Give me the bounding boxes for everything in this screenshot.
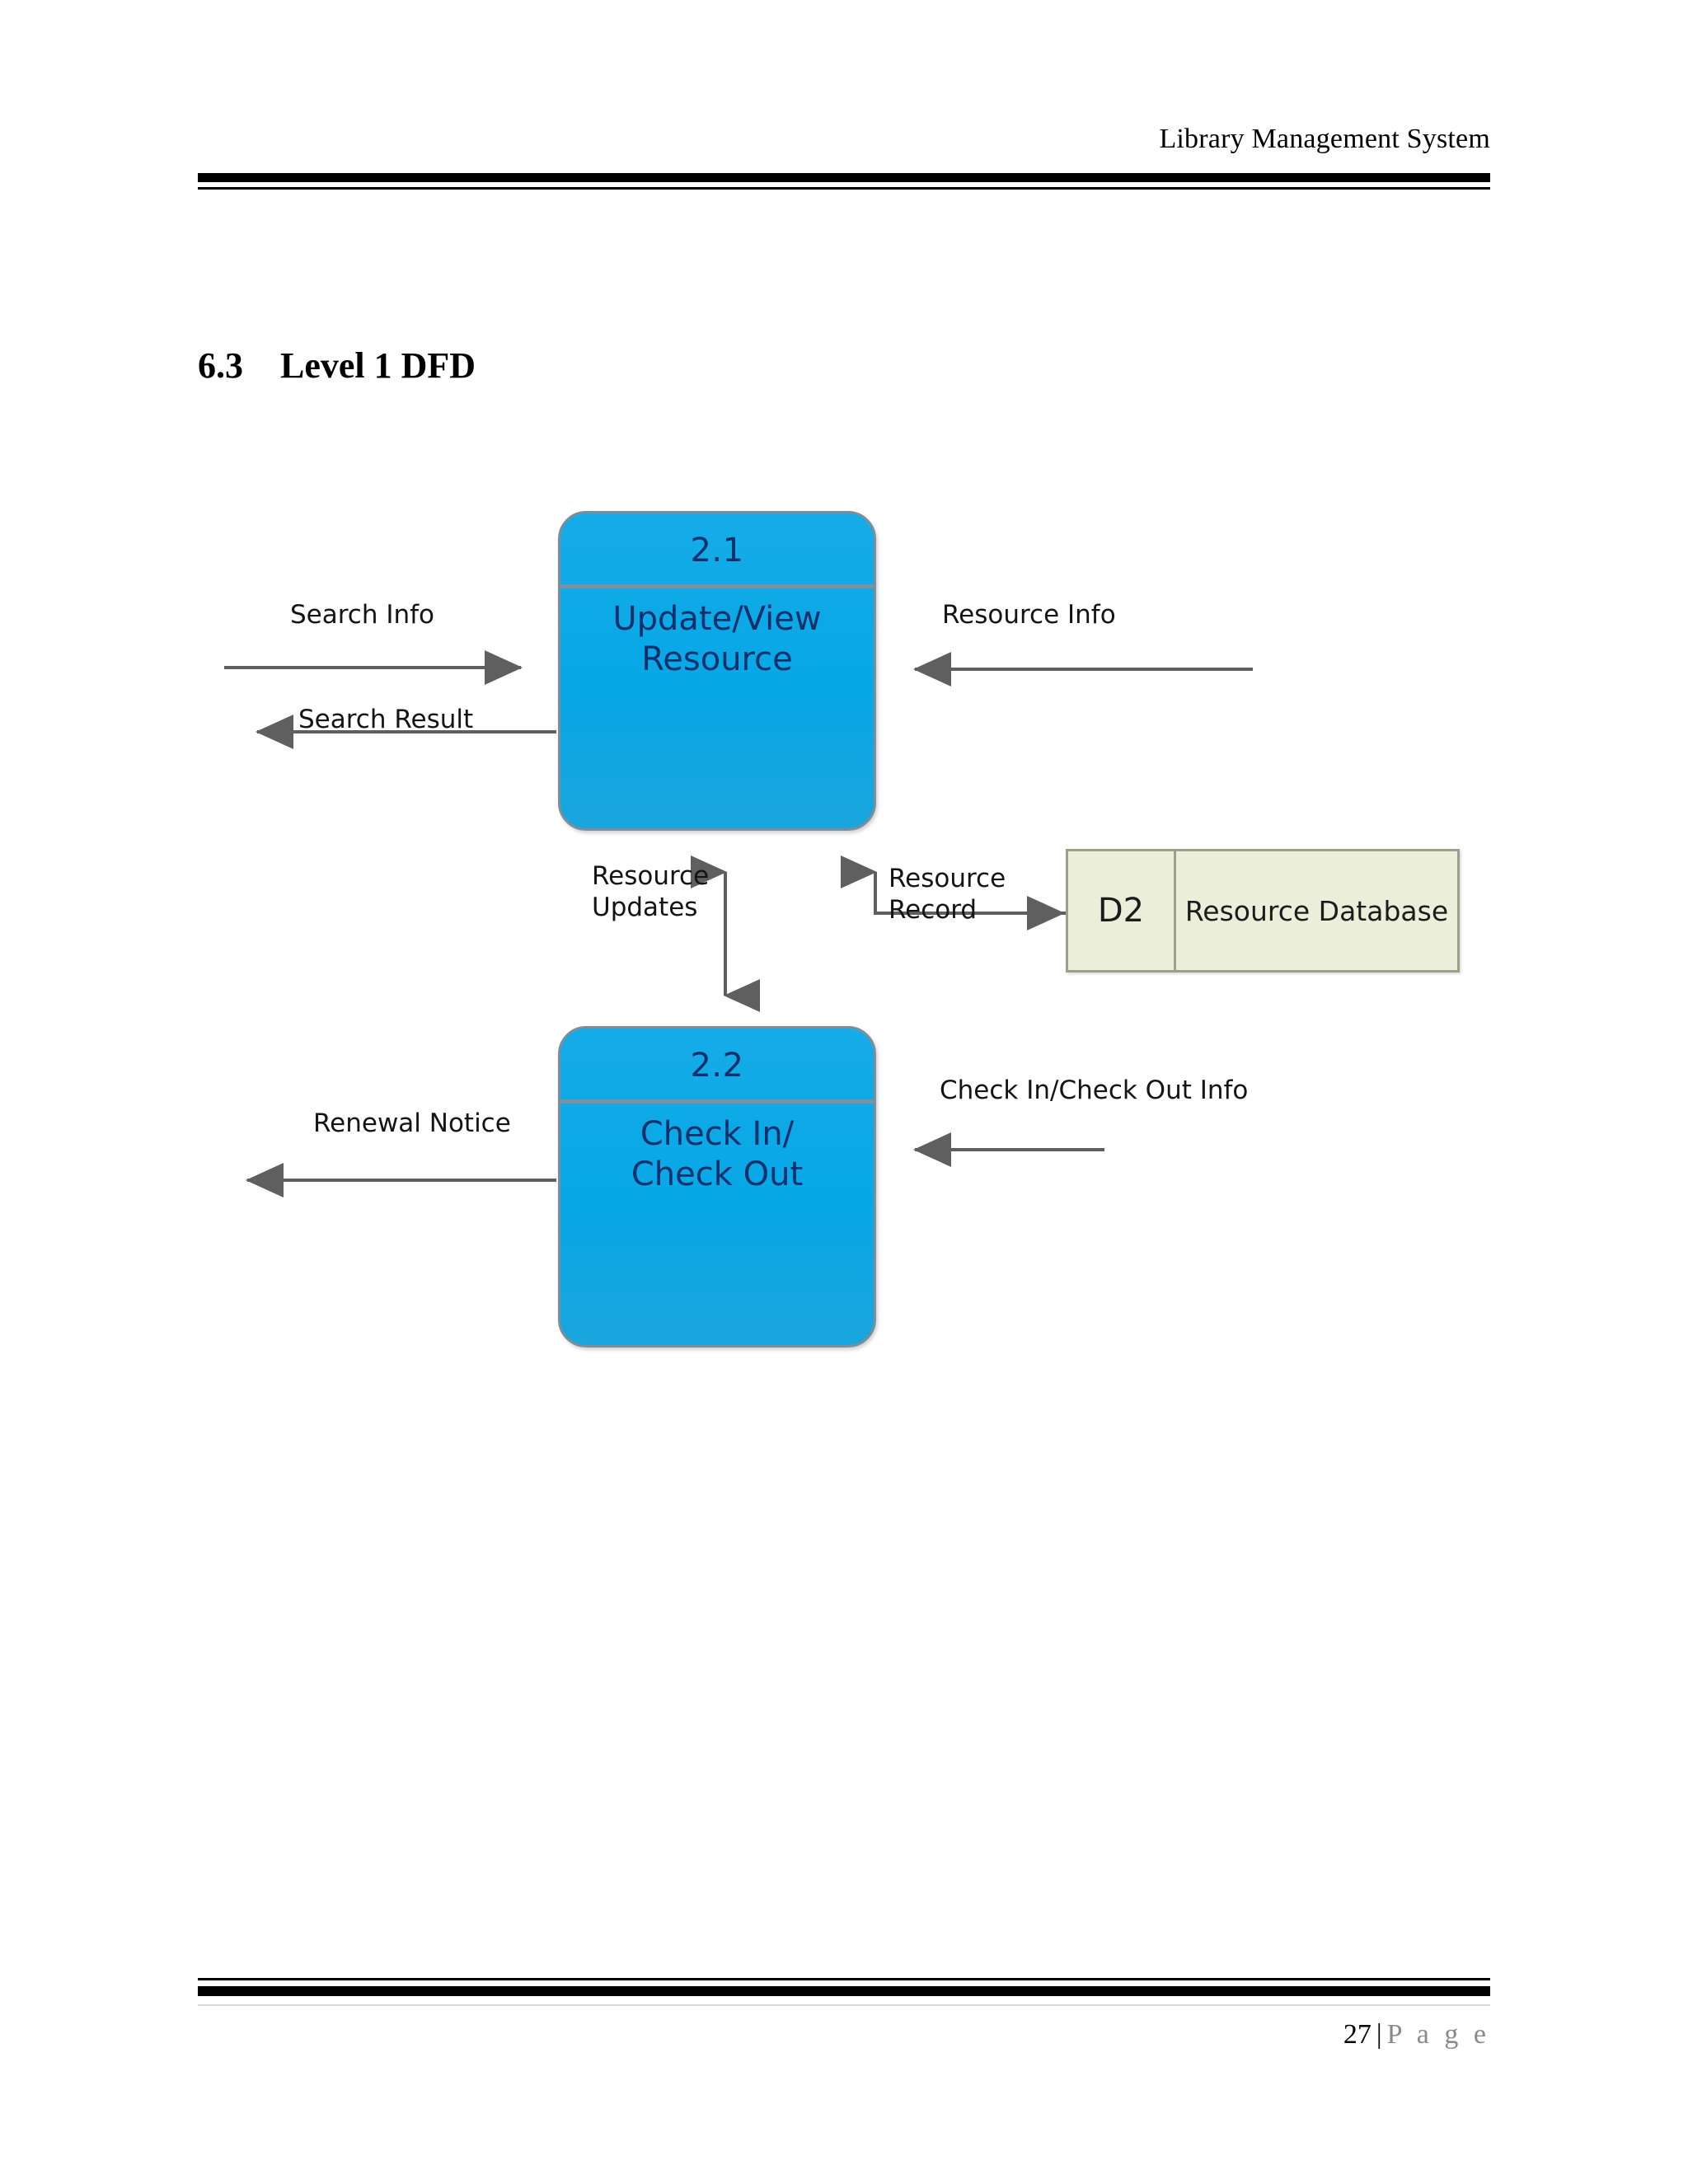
- flow-label-line-2: Record: [889, 894, 978, 925]
- process-id-2-2: 2.2: [690, 1047, 744, 1085]
- process-box-2-1[interactable]: 2.1 Update/View Resource: [558, 511, 876, 831]
- page-separator: |: [1376, 2019, 1382, 2050]
- flow-label-renewal-notice: Renewal Notice: [313, 1108, 511, 1138]
- process-box-2-2[interactable]: 2.2 Check In/ Check Out: [558, 1026, 876, 1347]
- page-footer: 27|P a g e: [198, 1978, 1490, 2085]
- datastore-id: D2: [1068, 851, 1176, 970]
- process-name-2-2: Check In/ Check Out: [567, 1114, 867, 1195]
- datastore-label: Resource Database: [1184, 894, 1449, 927]
- page-word: P a g e: [1386, 2019, 1490, 2050]
- process-name-line-1: Check In/: [640, 1115, 795, 1153]
- section-heading: 6.3 Level 1 DFD: [198, 344, 476, 387]
- section-title: Level 1 DFD: [280, 345, 476, 386]
- flow-label-line-1: Resource: [592, 861, 710, 891]
- page-number: 27: [1343, 2019, 1372, 2050]
- process-name-2-1: Update/View Resource: [567, 599, 867, 680]
- header-rule-thick: [198, 173, 1490, 182]
- flow-label-search-info: Search Info: [290, 600, 435, 630]
- flow-label-search-result: Search Result: [298, 705, 474, 734]
- header-rule-thin: [198, 187, 1490, 190]
- page-header: Library Management System: [198, 124, 1490, 198]
- flow-label-line-2: Updates: [592, 892, 698, 922]
- footer-rule-hairline: [198, 2004, 1490, 2006]
- process-id-2-1: 2.1: [690, 532, 744, 569]
- flow-label-line-1: Resource: [889, 864, 1006, 893]
- footer-rule-thin: [198, 1978, 1490, 1980]
- flow-label-resource-record: Resource Record: [889, 864, 1041, 926]
- flow-label-checkin-checkout-info: Check In/Check Out Info: [940, 1076, 1249, 1105]
- page-number-label: 27|P a g e: [1343, 2019, 1490, 2050]
- flow-label-resource-info: Resource Info: [942, 600, 1116, 630]
- footer-rule-thick: [198, 1986, 1490, 1996]
- section-number: 6.3: [198, 345, 243, 386]
- flow-label-resource-updates: Resource Updates: [592, 861, 740, 924]
- process-name-line-1: Update/View: [612, 600, 822, 638]
- header-title: Library Management System: [1159, 124, 1490, 154]
- process-divider-2-2: [560, 1099, 874, 1104]
- process-divider-2-1: [560, 584, 874, 588]
- datastore-d2[interactable]: D2 Resource Database: [1066, 849, 1460, 972]
- process-name-line-2: Check Out: [631, 1155, 804, 1193]
- process-name-line-2: Resource: [641, 640, 793, 678]
